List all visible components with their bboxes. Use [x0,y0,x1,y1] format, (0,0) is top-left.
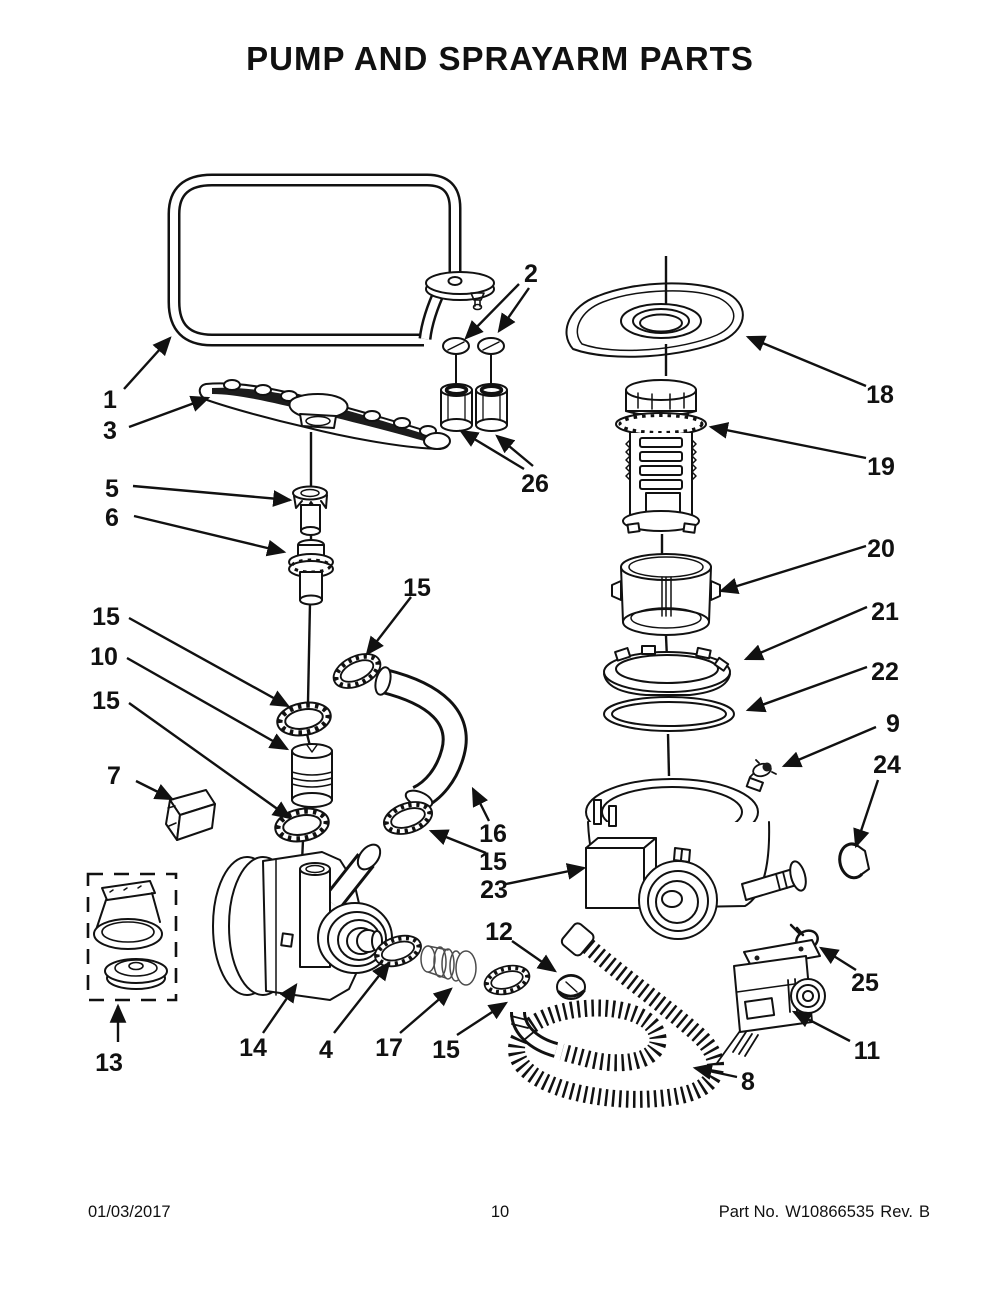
part-16-elbow-hose [374,666,468,810]
callout-2: 2 [524,260,538,288]
callout-17: 17 [375,1034,403,1062]
callout-14: 14 [239,1034,267,1062]
footer-part-number: Part No. W10866535 Rev. B [713,1203,930,1222]
part-3-sprayarm [198,379,451,450]
part-21-support-ring [603,645,731,696]
part-no-value: W10866535 [785,1203,875,1221]
callout-12: 12 [485,918,513,946]
part-23-sump-assembly [585,776,807,940]
callout-1: 1 [103,386,117,414]
part-11-inlet-valve [716,939,826,1064]
callout-22: 22 [871,658,899,686]
callout-7: 7 [107,762,121,790]
footer-page-number: 10 [490,1203,510,1221]
callout-16: 16 [479,820,507,848]
callout-18: 18 [866,381,894,409]
callout-20: 20 [867,535,895,563]
callout-3: 3 [103,417,117,445]
part-15-clamp-e [479,959,535,1001]
callout-24: 24 [873,751,901,779]
callout-9: 9 [886,710,900,738]
callout-26: 26 [521,470,549,498]
callout-6: 6 [105,504,119,532]
part-10-coupler [291,743,333,808]
part-17-hose-coupler [420,945,477,986]
part-18-filter-plate [565,256,744,376]
callout-19: 19 [867,453,895,481]
callout-15-c: 15 [92,687,120,715]
part-26-grommets [440,383,508,432]
revision-value: B [918,1203,930,1221]
callout-15-a: 15 [403,574,431,602]
callout-25: 25 [851,969,879,997]
callout-8: 8 [741,1068,755,1096]
part-14-pump-motor [212,843,393,1001]
part-19-filter-tower [615,379,707,556]
callout-13: 13 [95,1049,123,1077]
part-2-screws [442,337,505,385]
part-13-kit-box [86,872,178,1002]
part-6-support [288,539,334,606]
page-title: PUMP AND SPRAYARM PARTS [246,40,754,77]
leader-lines [109,283,880,1080]
part-22-o-ring [603,696,735,777]
callout-23: 23 [480,876,508,904]
part-1-feed-tube [167,173,495,347]
callout-15-e: 15 [479,848,507,876]
callout-15-b: 15 [92,603,120,631]
part-20-filter-cup [611,553,721,659]
part-no-label: Part No. [718,1203,780,1221]
callout-15-d: 15 [432,1036,460,1064]
callout-labels: 1 3 2 26 5 6 15 15 10 15 7 13 14 4 17 15… [90,260,901,1096]
callout-4: 4 [319,1036,333,1064]
callout-5: 5 [105,475,119,503]
part-8-drain-hose [508,922,725,1108]
part-12-check-valve [556,974,586,1000]
callout-11: 11 [854,1037,881,1065]
footer-date: 01/03/2017 [88,1203,171,1221]
part-7-bracket [165,789,216,841]
part-24-clamp [838,842,870,880]
callout-10: 10 [90,643,118,671]
revision-label: Rev. [880,1203,913,1221]
callout-21: 21 [871,598,899,626]
part-5-bearing [292,485,328,536]
part-9-screw [749,759,777,778]
